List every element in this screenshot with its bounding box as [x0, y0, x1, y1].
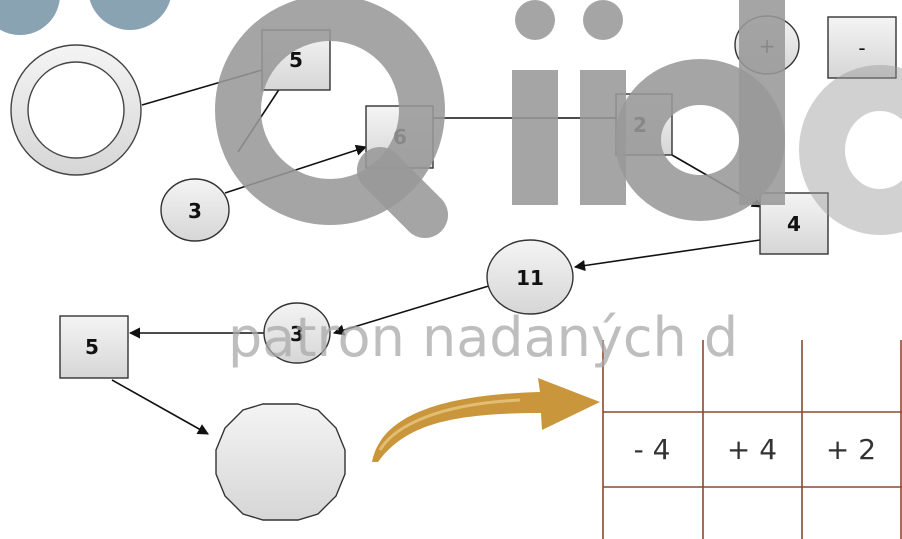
arrow-four-to-eleven [573, 239, 761, 272]
decor-blue-circle-1 [0, 0, 60, 35]
square-label: 5 [85, 335, 99, 359]
square-node-left: 5 [59, 315, 129, 379]
answer-grid [602, 340, 902, 539]
circle-label: 3 [290, 322, 304, 346]
square-label: 4 [787, 212, 801, 236]
watermark-logo [215, 0, 902, 238]
arrow-eleven-to-three [332, 284, 493, 336]
watermark-tagline: patron nadaných d [228, 306, 738, 369]
curved-arrow-icon [372, 378, 600, 462]
circle-node-three-top: 3 [160, 178, 230, 242]
square-label: 5 [289, 48, 303, 72]
ring-shape [10, 44, 142, 176]
grid-cell: + 4 [727, 433, 777, 466]
decor-blue-circle-2 [89, 0, 171, 30]
grid-cell: - 4 [634, 433, 671, 466]
legend-minus-square: - [827, 16, 897, 79]
minus-symbol: - [858, 36, 865, 60]
circle-label: 3 [188, 199, 202, 223]
empty-polygon-node [215, 403, 346, 521]
circle-node-three-low: 3 [263, 302, 331, 364]
watermark-dot-2 [583, 0, 623, 40]
watermark-dot-1 [515, 0, 555, 40]
circle-node-eleven: 11 [486, 239, 574, 315]
circle-label: 11 [516, 266, 544, 290]
grid-cell: + 2 [826, 433, 876, 466]
arrow-five-to-polygon [111, 379, 209, 435]
